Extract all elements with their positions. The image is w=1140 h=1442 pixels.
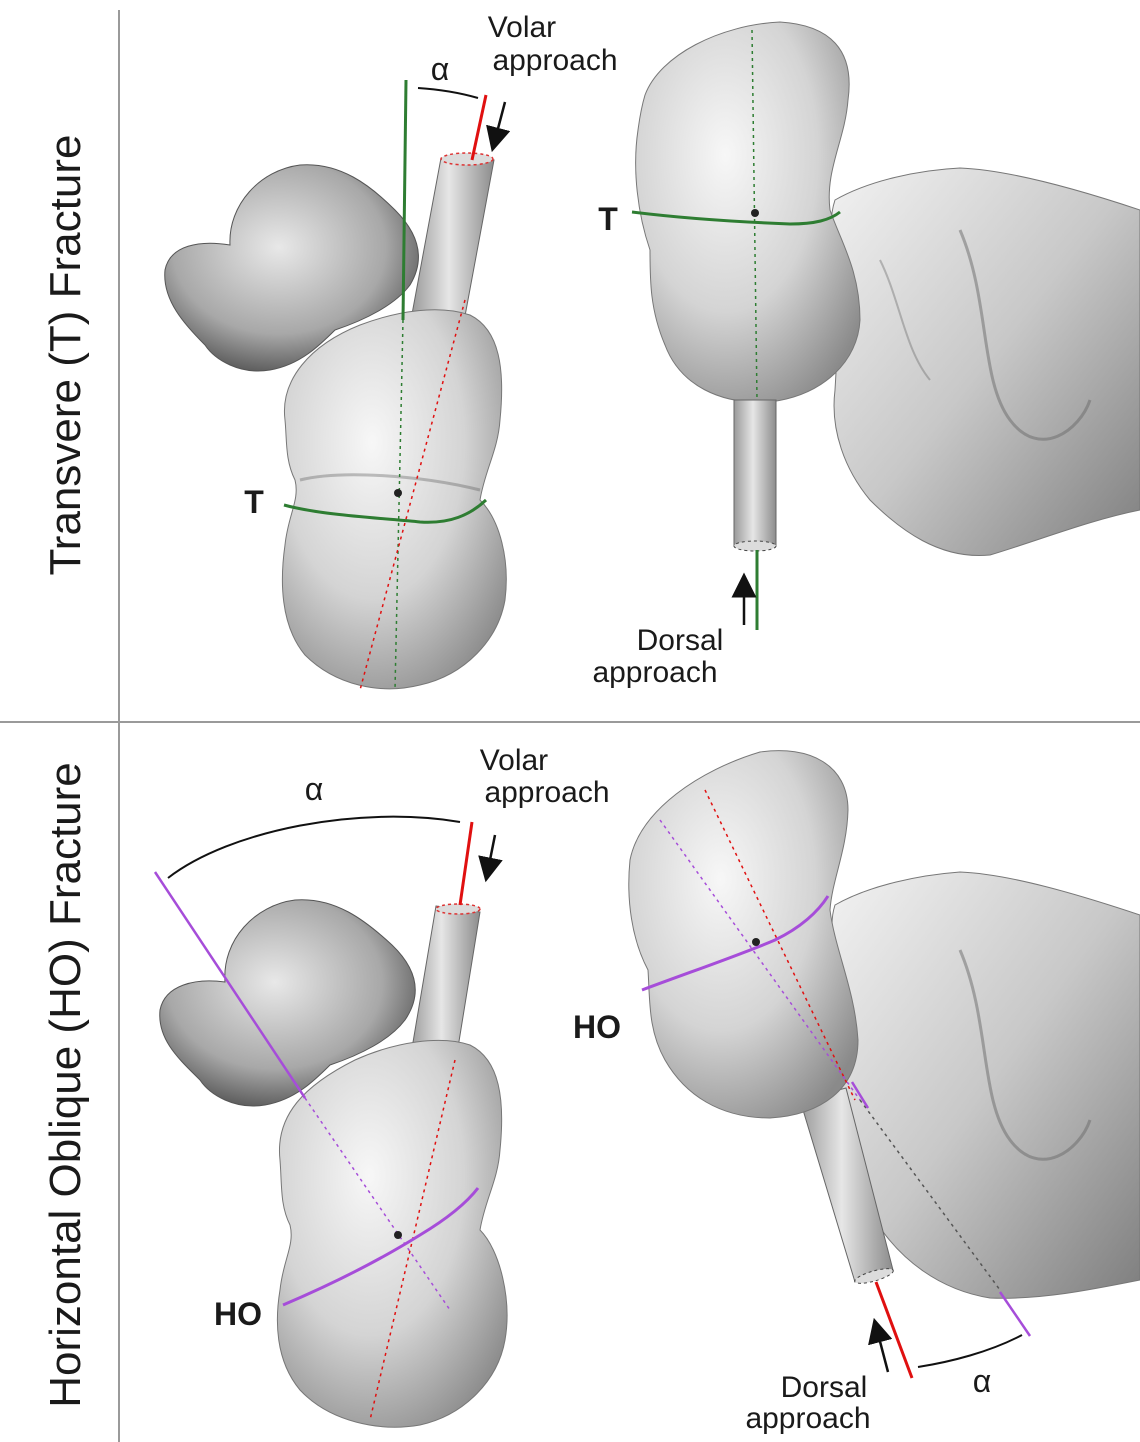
dorsal-label-line1: Dorsal — [637, 624, 724, 657]
angle-label-top: α — [431, 51, 450, 87]
oblique-axis-dorsal — [1000, 1292, 1030, 1336]
bottom-left-panel: α Volar approach HO — [155, 744, 610, 1427]
angle-label-bottom-left: α — [305, 771, 324, 807]
angle-arc-icon — [918, 1335, 1022, 1367]
scaphoid-bone — [282, 310, 506, 689]
screw-cylinder-icon — [734, 400, 776, 551]
row-title-oblique: Horizontal Oblique (HO) Fracture — [41, 762, 90, 1408]
dorsal-label-line2: approach — [592, 656, 717, 689]
fracture-mark-right-bottom: HO — [573, 1009, 621, 1045]
fracture-mark-left-bottom: HO — [214, 1296, 262, 1332]
volar-label-line1: Volar — [480, 744, 548, 777]
volar-label-line2: approach — [484, 776, 609, 809]
angle-arc-icon — [418, 88, 478, 98]
dorsal-label-line1: Dorsal — [781, 1371, 868, 1404]
top-right-panel: T Dorsal approach — [592, 22, 1140, 689]
screw-axis-dorsal — [876, 1282, 912, 1378]
volar-label-line2: approach — [492, 44, 617, 77]
scaphoid-bone — [277, 1040, 507, 1427]
scaphoid-bone-dorsal — [636, 22, 860, 402]
volar-approach-arrow-icon — [495, 102, 505, 140]
dorsal-approach-arrow-icon — [877, 1330, 888, 1372]
fracture-mark-right-top: T — [598, 201, 618, 237]
distal-radius — [831, 168, 1140, 556]
scaphoid-bone-dorsal — [629, 751, 858, 1118]
bottom-right-panel: α HO Dorsal approach — [573, 751, 1140, 1435]
volar-label-line1: Volar — [488, 11, 556, 44]
volar-approach-arrow-icon — [488, 835, 495, 870]
top-left-panel: α Volar approach T — [165, 11, 618, 690]
dorsal-label-line2: approach — [745, 1402, 870, 1435]
angle-arc-icon — [168, 817, 460, 878]
angle-label-bottom-right: α — [973, 1363, 992, 1399]
fracture-mark-left-top: T — [244, 484, 264, 520]
screw-axis — [460, 822, 472, 905]
row-title-transverse: Transvere (T) Fracture — [41, 135, 90, 576]
screw-axis — [472, 95, 486, 160]
screw-cylinder-icon — [412, 153, 494, 316]
